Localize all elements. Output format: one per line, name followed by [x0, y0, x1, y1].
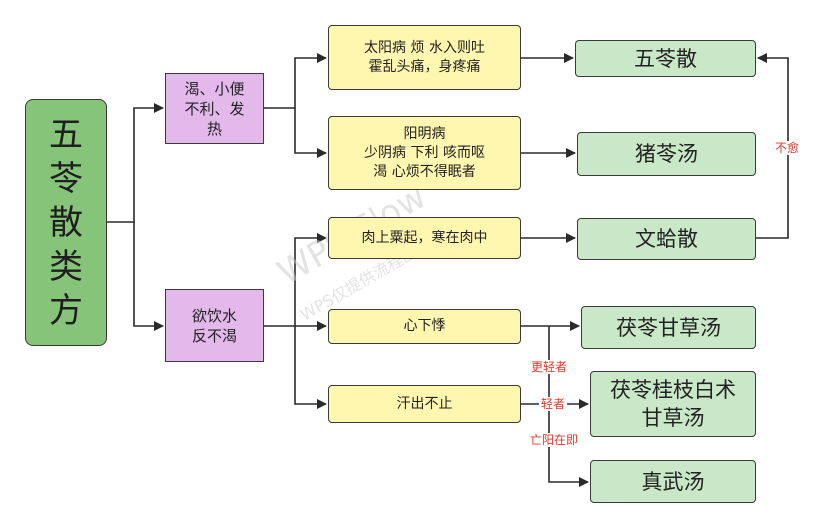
formula-label: 猪苓汤 — [635, 142, 698, 166]
category-no-thirst-node: 欲饮水 反不渴 — [165, 289, 264, 362]
formula-node: 真武汤 — [590, 460, 756, 503]
category-thirst-node: 渴、小便 不利、发 热 — [165, 73, 264, 144]
symptom-node: 阳明病 少阴病 下利 咳而呕 渴 心烦不得眠者 — [328, 116, 521, 190]
formula-node: 茯苓桂枝白术 甘草汤 — [590, 371, 756, 437]
category-label: 欲饮水 反不渴 — [191, 306, 237, 345]
formula-label: 真武汤 — [641, 469, 705, 494]
symptom-node: 汗出不止 — [328, 385, 521, 423]
edge-label-collapse: 亡阳在即 — [528, 433, 581, 447]
formula-node: 文蛤散 — [577, 218, 756, 260]
formula-node: 五苓散 — [575, 40, 756, 77]
formula-label: 文蛤散 — [635, 227, 698, 251]
symptom-label: 太阳病 烦 水入则吐 霍乱头痛，身疼痛 — [364, 39, 485, 75]
symptom-label: 心下悸 — [403, 318, 446, 334]
symptom-node: 肉上粟起，寒在肉中 — [328, 217, 521, 259]
symptom-label: 肉上粟起，寒在肉中 — [361, 229, 488, 246]
edge-label-mild: 轻者 — [539, 397, 568, 411]
edge-label-not-cured: 不愈 — [773, 141, 802, 155]
root-label: 五 苓 散 类 方 — [49, 114, 83, 331]
formula-label: 茯苓甘草汤 — [616, 315, 721, 340]
symptom-label: 阳明病 少阴病 下利 咳而呕 渴 心烦不得眠者 — [364, 125, 485, 180]
category-label: 渴、小便 不利、发 热 — [184, 79, 245, 138]
edge-label-milder: 更轻者 — [529, 360, 570, 374]
formula-node: 猪苓汤 — [577, 132, 756, 176]
formula-label: 茯苓桂枝白术 甘草汤 — [610, 378, 736, 430]
formula-label: 五苓散 — [634, 46, 697, 71]
formula-node: 茯苓甘草汤 — [581, 306, 756, 349]
symptom-node: 太阳病 烦 水入则吐 霍乱头痛，身疼痛 — [328, 25, 521, 90]
symptom-node: 心下悸 — [328, 309, 521, 344]
symptom-label: 汗出不止 — [396, 395, 453, 412]
root-node: 五 苓 散 类 方 — [25, 99, 107, 346]
